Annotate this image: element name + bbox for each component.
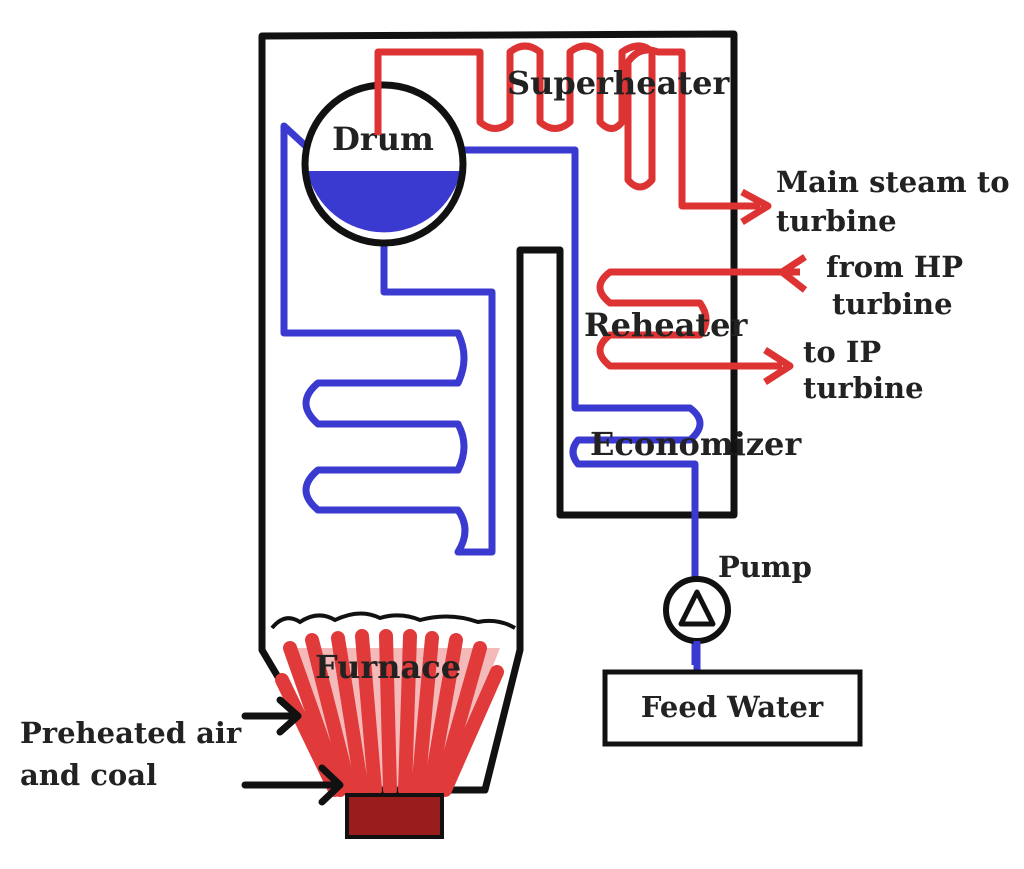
reheater-label: Reheater — [584, 306, 748, 344]
preheated-label-line2: and coal — [20, 758, 157, 792]
pump-icon — [678, 589, 716, 627]
pump-label: Pump — [718, 550, 812, 584]
main-steam-arrow — [740, 188, 772, 225]
drum-water — [307, 171, 461, 233]
water-wall-tubes — [280, 122, 496, 556]
from-hp-arrow — [778, 254, 808, 293]
main-steam-label-line1: Main steam to — [776, 165, 1010, 199]
from-hp-label-line1: from HP — [826, 250, 963, 284]
pump — [663, 576, 731, 644]
main-steam-label-line2: turbine — [776, 204, 897, 238]
reheater-tubes — [596, 268, 800, 370]
superheater-label: Superheater — [507, 64, 730, 102]
economizer-tubes — [460, 146, 704, 665]
furnace-label: Furnace — [315, 648, 461, 686]
drum: Drum — [301, 81, 467, 247]
furnace-flames — [270, 611, 517, 797]
drum-label: Drum — [332, 120, 434, 158]
superheater-tubes — [374, 42, 760, 210]
to-ip-label-line1: to IP — [803, 335, 881, 369]
to-ip-label-line2: turbine — [803, 371, 924, 405]
air-inlet-arrow-1 — [241, 696, 302, 736]
to-ip-arrow — [763, 347, 794, 385]
feed-water-label: Feed Water — [641, 690, 824, 724]
air-inlet-arrow-2 — [241, 764, 344, 806]
preheated-label-line1: Preheated air — [20, 716, 242, 750]
economizer-label: Economizer — [590, 425, 802, 463]
feed-water-tank — [602, 669, 863, 747]
burner-box — [345, 793, 444, 839]
from-hp-label-line2: turbine — [832, 287, 953, 321]
